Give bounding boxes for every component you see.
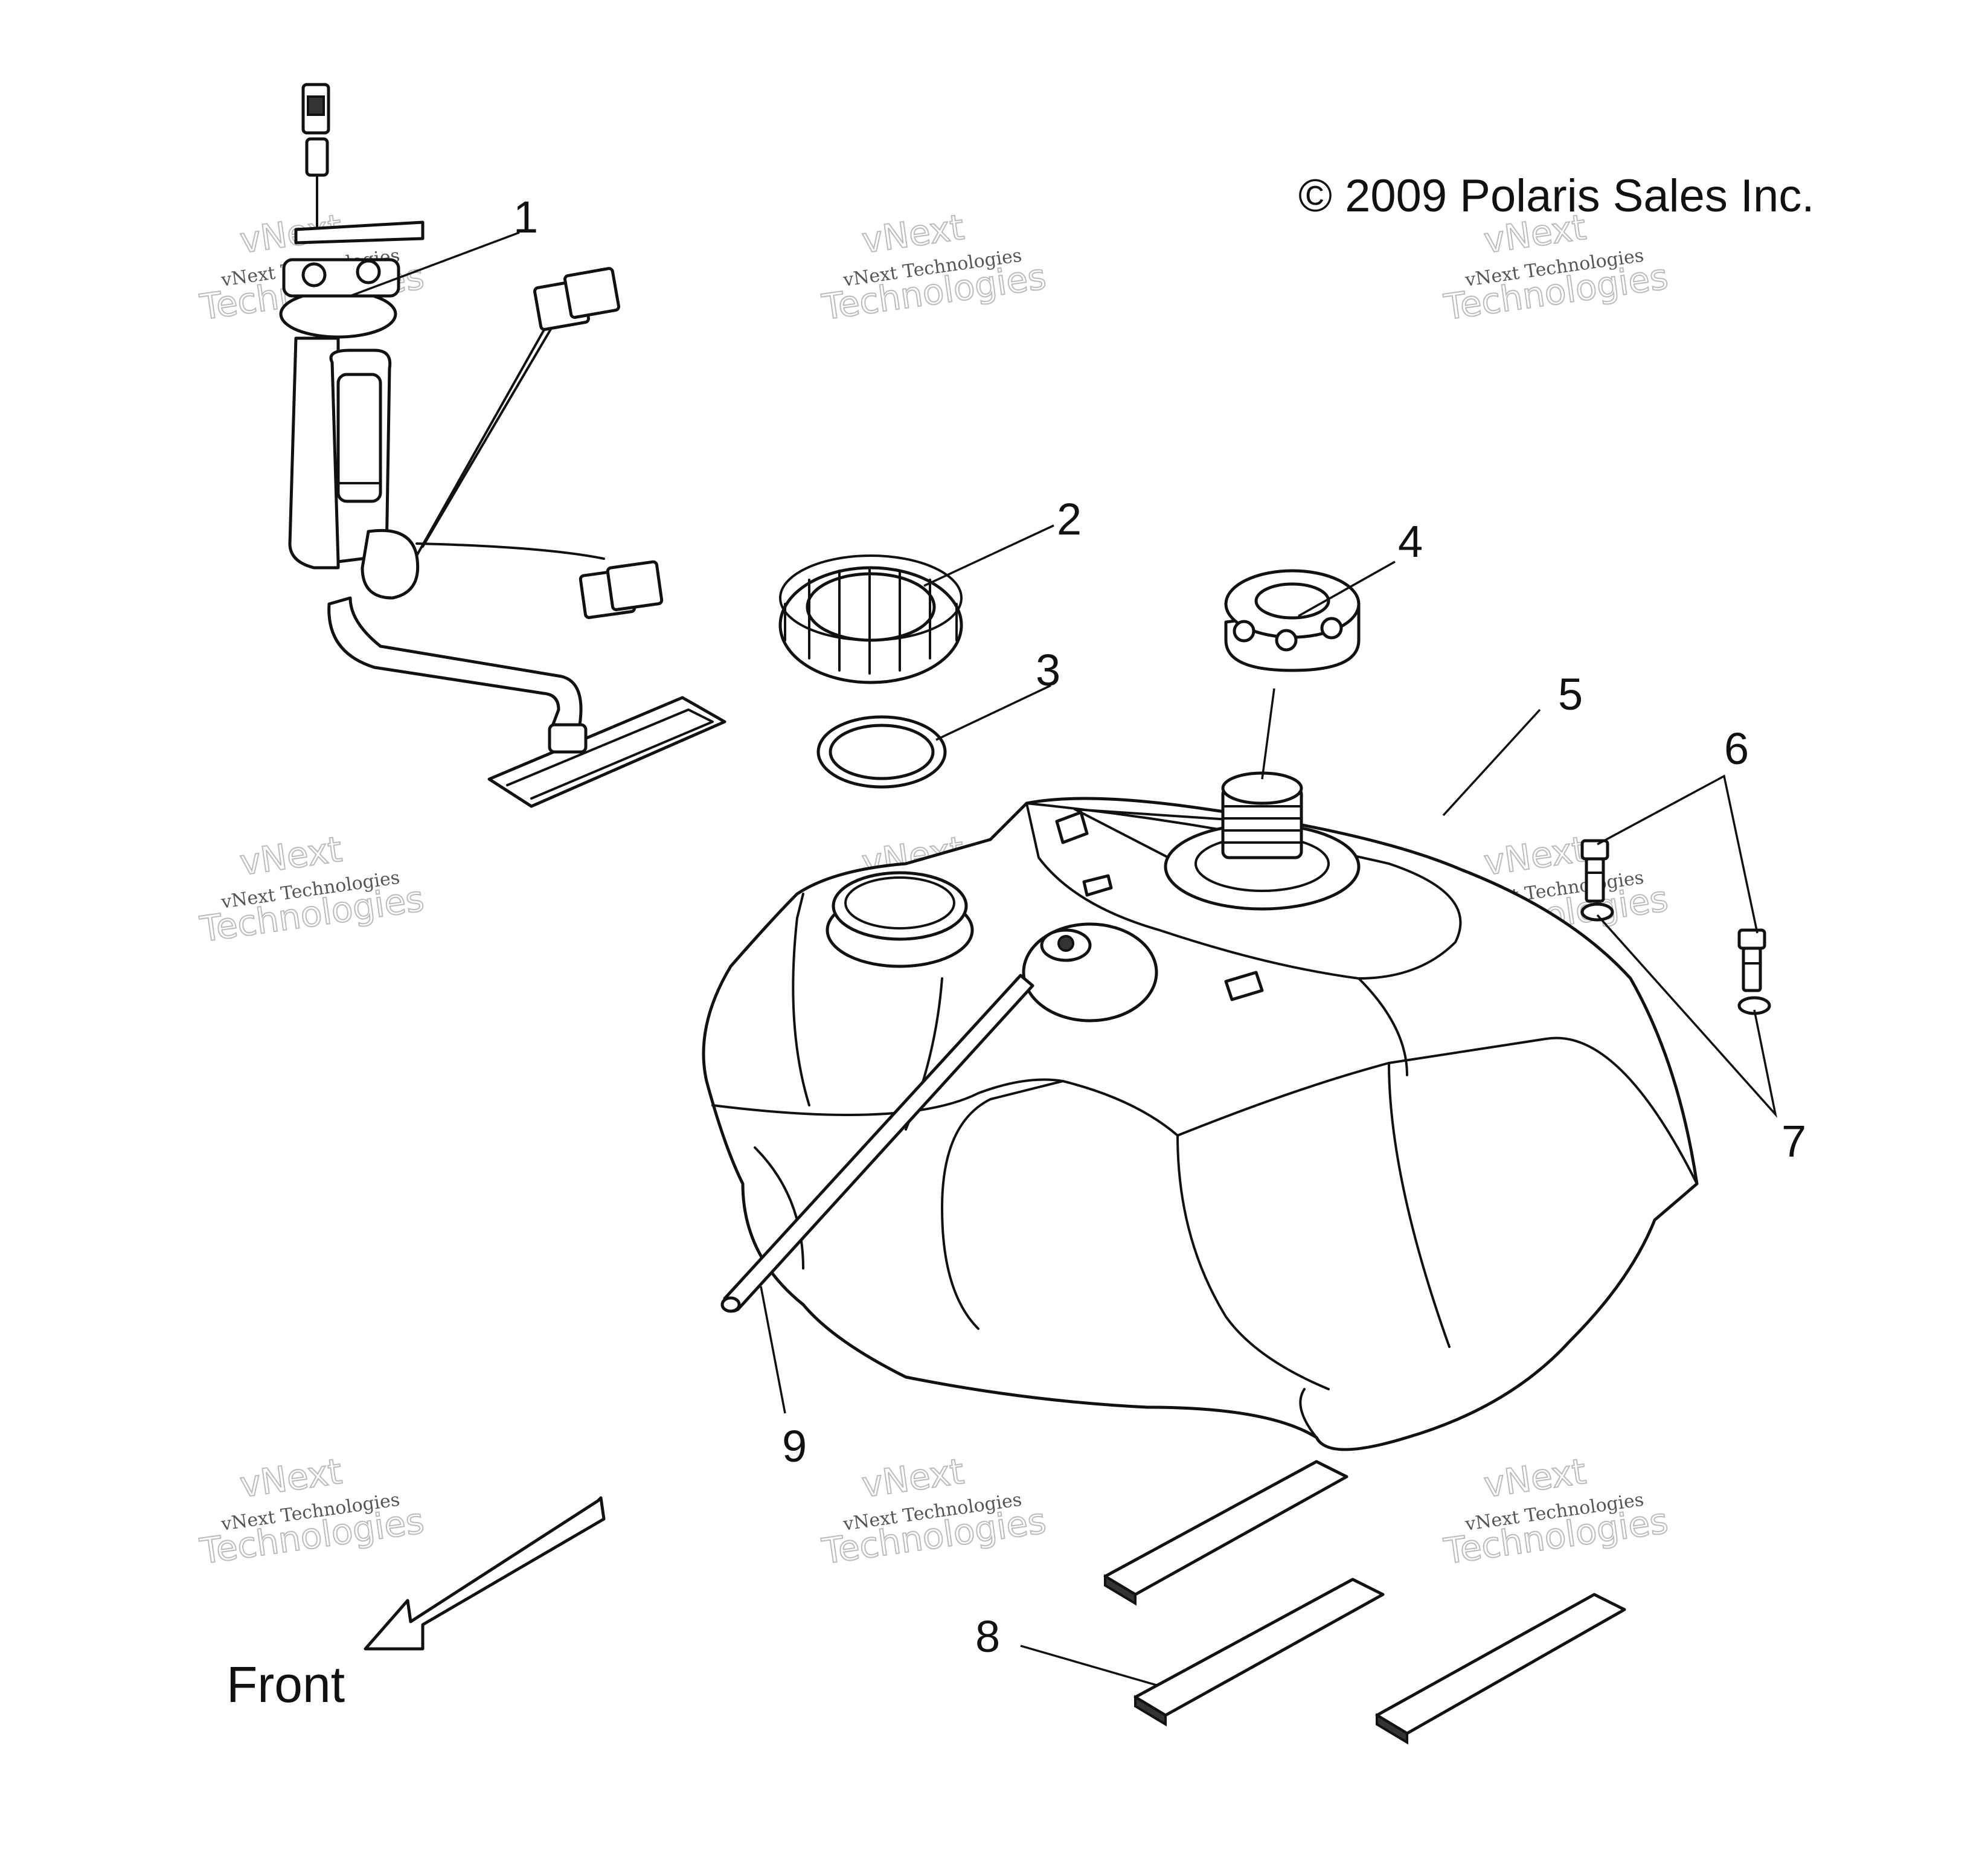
callout-1: 1 bbox=[513, 192, 538, 242]
foam-pad bbox=[1133, 1578, 1385, 1727]
callout-6: 6 bbox=[1724, 724, 1749, 774]
svg-text:vNext: vNext bbox=[859, 207, 966, 262]
copyright-text: © 2009 Polaris Sales Inc. bbox=[1298, 170, 1814, 222]
svg-text:vNext: vNext bbox=[237, 829, 344, 884]
callout-5: 5 bbox=[1558, 669, 1583, 719]
callout-3: 3 bbox=[1036, 645, 1060, 695]
svg-text:vNext: vNext bbox=[1481, 829, 1588, 884]
gasket bbox=[816, 715, 947, 789]
watermark: vNext Technologies vNext Technologies bbox=[819, 1450, 1049, 1573]
foam-pad bbox=[1103, 1460, 1348, 1606]
fuel-pump-assembly bbox=[279, 83, 726, 808]
leader-lines bbox=[350, 231, 1777, 1686]
bolt bbox=[1580, 839, 1609, 903]
front-arrow-icon bbox=[364, 1496, 606, 1651]
svg-text:vNext: vNext bbox=[237, 1451, 344, 1506]
callout-9: 9 bbox=[782, 1421, 807, 1471]
callout-8: 8 bbox=[975, 1611, 1000, 1662]
front-label: Front bbox=[226, 1656, 345, 1713]
watermark: vNext Technologies vNext Technologies bbox=[197, 828, 427, 951]
bolt bbox=[1737, 928, 1766, 992]
callouts: 1 2 3 4 5 6 7 8 9 bbox=[513, 192, 1806, 1662]
watermark: vNext Technologies vNext Technologies bbox=[197, 1450, 427, 1573]
watermark: vNext Technologies vNext Technologies bbox=[1441, 1450, 1671, 1573]
svg-text:vNext: vNext bbox=[1481, 1451, 1588, 1506]
callout-4: 4 bbox=[1398, 516, 1423, 567]
washer bbox=[1580, 902, 1614, 922]
watermark: vNext Technologies vNext Technologies bbox=[819, 206, 1049, 329]
fuel-tank bbox=[702, 771, 1699, 1451]
vent-hose bbox=[720, 974, 1034, 1313]
foam-pad bbox=[1375, 1593, 1626, 1745]
callout-7: 7 bbox=[1781, 1116, 1806, 1166]
callout-2: 2 bbox=[1057, 494, 1082, 544]
svg-text:vNext: vNext bbox=[859, 1451, 966, 1506]
fuel-cap bbox=[1224, 569, 1361, 672]
retaining-ring bbox=[778, 554, 963, 684]
